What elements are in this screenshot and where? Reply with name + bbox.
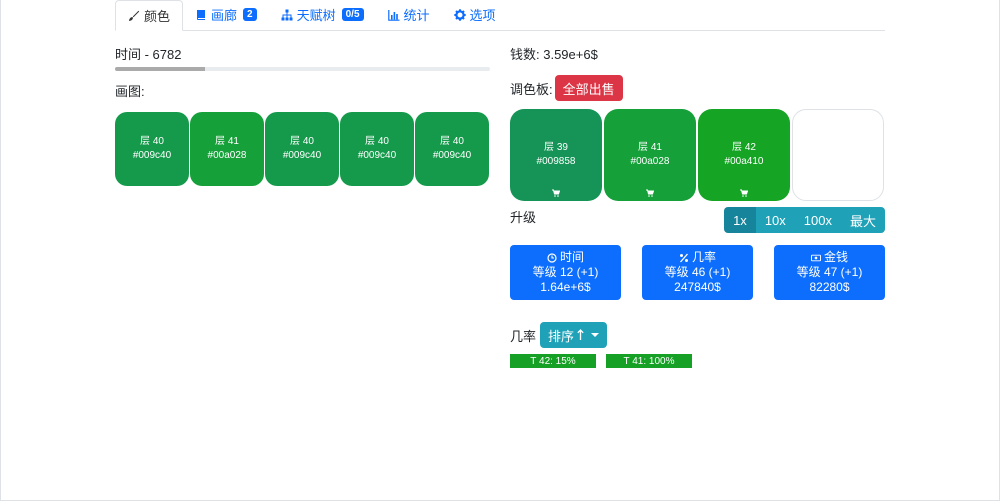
tab-talent-tree-label: 天赋树	[296, 8, 336, 23]
tab-colors-label: 颜色	[144, 9, 171, 24]
upgrade-cost: 82280$	[809, 280, 850, 294]
canvas-cell[interactable]: 层 40 #009c40	[265, 112, 339, 186]
odds-item: T 41: 100%	[606, 354, 692, 368]
palette-cell[interactable]: 层 41 #00a028	[604, 109, 696, 201]
upgrade-title: 时间	[547, 250, 584, 265]
cell-hex: #00a028	[207, 150, 247, 161]
money-label: 钱数: 3.59e+6$	[510, 47, 598, 62]
gear-icon	[453, 8, 466, 21]
multiplier-10x[interactable]: 10x	[755, 207, 795, 233]
percent-icon	[679, 253, 688, 262]
painting-canvas: 层 40 #009c40 层 41 #00a028 层 40 #009c40 层…	[115, 112, 490, 186]
palette-hex: #00a410	[724, 156, 764, 167]
time-progress-fill	[115, 67, 205, 71]
book-icon	[197, 9, 206, 20]
palette-header: 调色板: 全部出售	[510, 75, 885, 101]
upgrade-header: 升级 1x 10x 100x 最大	[510, 207, 885, 233]
cell-layer: 层 41	[215, 136, 239, 147]
upgrade-level: 等级 46 (+1)	[664, 265, 731, 279]
cell-layer: 层 40	[440, 136, 464, 147]
cart-icon[interactable]	[552, 189, 560, 197]
multiplier-100x[interactable]: 100x	[794, 207, 841, 233]
talent-count-badge: 0/5	[341, 8, 364, 21]
cart-icon[interactable]	[646, 189, 654, 197]
upgrade-name: 时间	[559, 250, 584, 264]
tab-talent-tree[interactable]: 天赋树 0/5	[269, 0, 376, 29]
gallery-count-badge: 2	[243, 8, 257, 21]
sort-dropdown-button[interactable]: 排序	[540, 322, 608, 348]
time-label: 时间 - 6782	[115, 47, 182, 62]
multiplier-max[interactable]: 最大	[840, 207, 885, 233]
cell-layer: 层 40	[290, 136, 314, 147]
multiplier-1x[interactable]: 1x	[724, 207, 756, 233]
palette-cell[interactable]: 层 39 #009858	[510, 109, 602, 201]
canvas-cell[interactable]: 层 41 #00a028	[190, 112, 264, 186]
brush-icon	[129, 10, 140, 21]
palette-hex: #009858	[536, 156, 576, 167]
tab-stats[interactable]: 统计	[376, 0, 442, 29]
palette-cell[interactable]: 层 42 #00a410	[698, 109, 790, 201]
caret-down-icon	[591, 333, 600, 337]
cell-hex: #009c40	[282, 150, 322, 161]
odds-list: T 42: 15% T 41: 100%	[510, 354, 885, 368]
palette-cell-empty	[792, 109, 884, 201]
palette-layer: 层 41	[638, 142, 662, 153]
palette-layer: 层 39	[544, 142, 568, 153]
upgrade-cost: 1.64e+6$	[540, 280, 591, 294]
palette-layer: 层 42	[732, 142, 756, 153]
tab-colors[interactable]: 颜色	[115, 0, 184, 31]
odds-item: T 42: 15%	[510, 354, 596, 368]
painting-panel: 时间 - 6782 画图: 层 40 #009c40 层 41 #00a028 …	[115, 44, 490, 186]
tab-gallery[interactable]: 画廊 2	[183, 0, 269, 29]
clock-icon	[547, 252, 557, 263]
canvas-cell[interactable]: 层 40 #009c40	[415, 112, 489, 186]
frame-left-border	[0, 0, 1, 501]
cart-icon[interactable]	[740, 189, 748, 197]
arrow-up-icon	[577, 329, 584, 340]
upgrade-title: 金钱	[811, 250, 848, 265]
tab-stats-label: 统计	[403, 8, 430, 23]
sort-label: 排序	[548, 328, 575, 344]
upgrade-name: 金钱	[823, 250, 848, 264]
multiplier-group: 1x 10x 100x 最大	[724, 207, 885, 233]
canvas-cell[interactable]: 层 40 #009c40	[340, 112, 414, 186]
tab-options[interactable]: 选项	[442, 0, 508, 29]
upgrade-level: 等级 47 (+1)	[796, 265, 863, 279]
upgrade-time-button[interactable]: 时间 等级 12 (+1) 1.64e+6$	[510, 245, 621, 300]
cell-hex: #009c40	[357, 150, 397, 161]
upgrade-title: 几率	[679, 250, 716, 265]
upgrade-name: 几率	[691, 250, 716, 264]
upgrade-cost: 247840$	[674, 280, 721, 294]
cell-layer: 层 40	[140, 136, 164, 147]
upgrade-money-button[interactable]: 金钱 等级 47 (+1) 82280$	[774, 245, 885, 300]
odds-header: 几率 排序	[510, 322, 885, 348]
palette: 层 39 #009858 层 41 #00a028 层 42 #00a410	[510, 109, 885, 201]
painting-label: 画图:	[115, 84, 145, 99]
cell-layer: 层 40	[365, 136, 389, 147]
time-progress-bar	[115, 67, 490, 71]
money-icon	[811, 254, 821, 261]
upgrade-label: 升级	[510, 210, 537, 225]
upgrade-chance-button[interactable]: 几率 等级 46 (+1) 247840$	[642, 245, 753, 300]
upgrade-level: 等级 12 (+1)	[532, 265, 599, 279]
tab-options-label: 选项	[469, 8, 496, 23]
palette-label: 调色板:	[510, 81, 553, 97]
shop-panel: 钱数: 3.59e+6$ 调色板: 全部出售 层 39 #009858 层 41…	[510, 44, 885, 368]
cell-hex: #009c40	[132, 150, 172, 161]
tab-gallery-label: 画廊	[211, 8, 238, 23]
upgrade-buttons: 时间 等级 12 (+1) 1.64e+6$ 几率 等级 46 (+1) 247…	[510, 245, 885, 300]
palette-hex: #00a028	[630, 156, 670, 167]
cell-hex: #009c40	[432, 150, 472, 161]
sitemap-icon	[281, 9, 293, 20]
tab-bar: 颜色 画廊 2 天赋树 0/5 统计 选项	[115, 0, 885, 31]
odds-label: 几率	[510, 328, 537, 344]
canvas-cell[interactable]: 层 40 #009c40	[115, 112, 189, 186]
bar-chart-icon	[387, 9, 400, 21]
sell-all-button[interactable]: 全部出售	[554, 75, 623, 101]
